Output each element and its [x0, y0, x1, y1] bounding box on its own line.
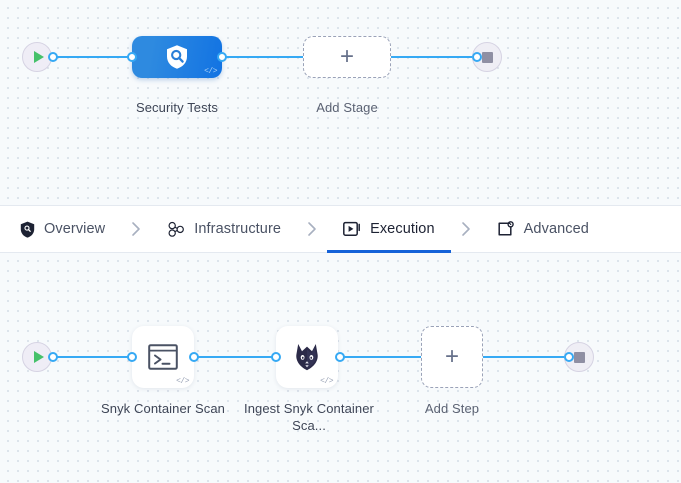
tab-separator-2 [285, 206, 339, 252]
step-node-ingest-snyk-container-scan[interactable]: </> [276, 326, 338, 388]
chevron-right-icon [132, 222, 141, 236]
play-icon [33, 351, 44, 363]
step-end-input-port[interactable] [564, 352, 574, 362]
plus-icon: + [444, 343, 459, 370]
step-node-label-snyk-container-scan: Snyk Container Scan [100, 401, 226, 416]
edge-start-to-security-tests [48, 56, 138, 58]
edge-ingest-to-add-step [336, 356, 424, 358]
stage-node-security-tests[interactable]: </> [132, 36, 222, 78]
execution-play-box-icon [343, 221, 361, 237]
edge-add-stage-to-end [384, 56, 480, 58]
tab-separator-1 [109, 206, 163, 252]
security-tests-output-port[interactable] [217, 52, 227, 62]
tab-advanced[interactable]: Advanced [493, 206, 593, 252]
snyk-logo-icon [296, 344, 318, 371]
tab-overview[interactable]: Overview [16, 206, 109, 252]
stop-icon [481, 51, 493, 63]
pipeline-start-node[interactable] [22, 42, 52, 72]
add-step-button[interactable]: + [421, 326, 483, 388]
code-badge-icon: </> [176, 377, 189, 386]
tab-label-overview: Overview [44, 221, 106, 237]
shield-icon [20, 221, 35, 238]
chevron-right-icon [461, 222, 470, 236]
snyk-scan-input-port[interactable] [127, 352, 137, 362]
advanced-gear-box-icon [497, 220, 515, 238]
edge-snyk-scan-to-ingest [190, 356, 280, 358]
infrastructure-nodes-icon [167, 221, 185, 238]
tab-separator-3 [439, 206, 493, 252]
ingest-snyk-output-port[interactable] [335, 352, 345, 362]
step-graph-canvas[interactable]: </> Snyk Container Scan </> Ingest Snyk … [0, 253, 681, 483]
shield-search-icon [167, 45, 187, 69]
tab-label-advanced: Advanced [523, 221, 589, 237]
edge-security-tests-to-add-stage [218, 56, 310, 58]
code-badge-icon: </> [204, 67, 217, 76]
step-start-output-port[interactable] [48, 352, 58, 362]
security-tests-input-port[interactable] [127, 52, 137, 62]
stage-node-label-security-tests: Security Tests [135, 100, 219, 115]
add-stage-button[interactable]: + [303, 36, 391, 78]
tab-label-execution: Execution [370, 221, 435, 237]
pipeline-tab-bar[interactable]: Overview Infrastructure [0, 205, 681, 253]
add-stage-label: Add Stage [316, 100, 378, 115]
tab-label-infrastructure: Infrastructure [194, 221, 282, 237]
terminal-icon [148, 344, 178, 370]
play-icon [33, 51, 44, 63]
add-step-label: Add Step [424, 401, 480, 416]
stop-icon [573, 351, 585, 363]
end-input-port[interactable] [472, 52, 482, 62]
step-node-snyk-container-scan[interactable]: </> [132, 326, 194, 388]
edge-add-step-to-end [481, 356, 571, 358]
tab-execution[interactable]: Execution [327, 206, 451, 253]
step-node-label-ingest-snyk: Ingest Snyk Container Sca... [243, 401, 374, 433]
stage-graph-canvas[interactable]: </> Security Tests + Add Stage [0, 0, 681, 205]
snyk-scan-output-port[interactable] [189, 352, 199, 362]
chevron-right-icon [308, 222, 316, 236]
tab-infrastructure[interactable]: Infrastructure [163, 206, 285, 252]
ingest-snyk-input-port[interactable] [271, 352, 281, 362]
plus-icon: + [339, 43, 354, 70]
start-output-port[interactable] [48, 52, 58, 62]
edge-start-to-snyk-container-scan [48, 356, 136, 358]
code-badge-icon: </> [320, 377, 333, 386]
